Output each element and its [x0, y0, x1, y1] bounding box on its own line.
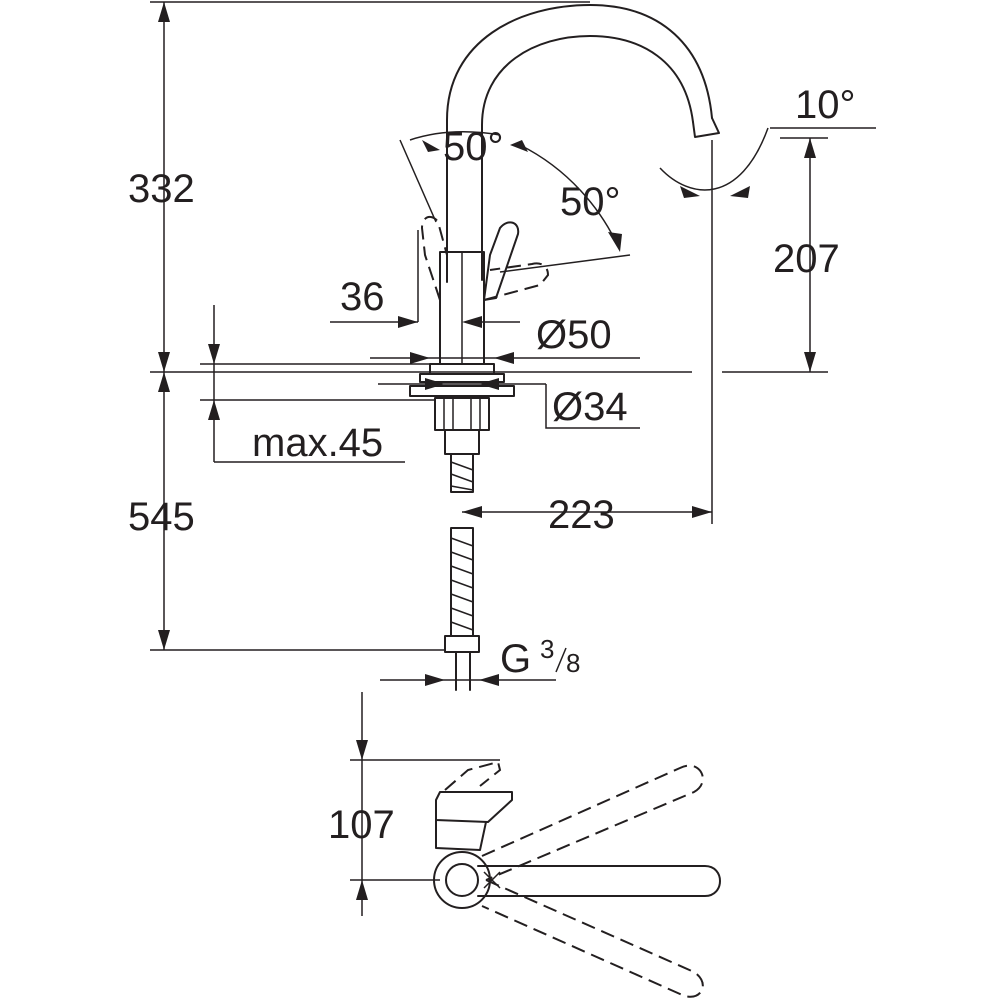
arrow-332-bottom	[158, 352, 170, 372]
spout-outer	[446, 4, 713, 283]
arrow-max45-down	[208, 344, 220, 364]
arrow-107-bottom	[356, 880, 368, 900]
arrow-545-bottom	[158, 630, 170, 650]
arrow-34-left	[425, 378, 445, 390]
lever-left-ghost	[420, 215, 448, 301]
hose-connector	[444, 635, 480, 653]
label-223: 223	[548, 493, 615, 537]
fixing-nut	[434, 397, 490, 431]
arrow-223-right	[692, 506, 712, 518]
arrow-angle-mid	[510, 140, 528, 152]
arrow-36-right	[462, 316, 482, 328]
arrow-107-top	[356, 740, 368, 760]
plan-lever	[435, 791, 513, 823]
plan-base-outer	[433, 851, 491, 909]
plan-lever-ghost	[444, 760, 502, 791]
plan-lever-body	[435, 819, 487, 851]
label-lever-right-angle: 50°	[560, 180, 621, 224]
plan-spout	[477, 865, 721, 897]
dim10-arc	[659, 127, 769, 191]
angle-right-arc	[519, 144, 616, 241]
angle-right-ref	[499, 254, 631, 273]
label-207: 207	[773, 237, 840, 281]
arrow-34-right	[479, 378, 499, 390]
arrow-207-top	[804, 138, 816, 158]
arrow-50-left	[410, 352, 430, 364]
arrow-g-right	[479, 674, 499, 686]
label-g-num: 3	[540, 634, 554, 664]
spout-aerator	[692, 117, 720, 138]
label-spout-angle: 10°	[795, 83, 856, 127]
label-g-den: 8	[566, 648, 580, 678]
under-washer	[409, 385, 515, 397]
dimension-labels: 332 545 max.45 50° 50° 10° 207 36 Ø50 Ø3…	[128, 83, 856, 847]
arrow-36-left	[398, 316, 418, 328]
angle-left-arc	[409, 130, 501, 141]
arrow-332-top	[158, 2, 170, 22]
faucet-plan-view	[350, 692, 721, 998]
label-lever-left-angle: 50°	[443, 125, 504, 169]
arrow-max45-up	[208, 400, 220, 420]
label-g: G	[500, 637, 531, 681]
label-332: 332	[128, 167, 195, 211]
deck-gasket	[419, 373, 505, 383]
arrow-g-left	[425, 674, 445, 686]
hose-upper-braid	[450, 461, 474, 491]
hose-upper	[450, 453, 474, 493]
plan-spout-ghost-up	[481, 764, 704, 881]
plan-base-inner	[445, 863, 479, 897]
faucet-side-view	[409, 4, 720, 691]
dimension-lines	[150, 1, 876, 686]
lever-handle	[483, 221, 520, 301]
shank	[444, 429, 480, 455]
label-d50: Ø50	[536, 313, 612, 357]
arrow-223-left	[462, 506, 482, 518]
label-545: 545	[128, 495, 195, 539]
label-g-slash	[555, 647, 567, 673]
arrow-207-bottom	[804, 352, 816, 372]
angle-left-ref	[399, 139, 437, 223]
label-d34: Ø34	[552, 385, 628, 429]
hose-lower-braid	[450, 537, 474, 631]
label-max45: max.45	[252, 421, 383, 465]
arrow-545-top	[158, 372, 170, 392]
label-36: 36	[340, 275, 385, 319]
arrow-10-right	[730, 186, 750, 198]
arrow-10-left	[680, 186, 700, 198]
plan-spout-ghost-down	[481, 879, 704, 998]
lever-right-ghost	[483, 262, 550, 301]
arrow-angle-right	[608, 232, 622, 252]
arrow-50-right	[494, 352, 514, 364]
dim34-leader	[545, 384, 640, 429]
arrow-angle-left	[422, 140, 440, 152]
spout-inner	[481, 35, 694, 281]
